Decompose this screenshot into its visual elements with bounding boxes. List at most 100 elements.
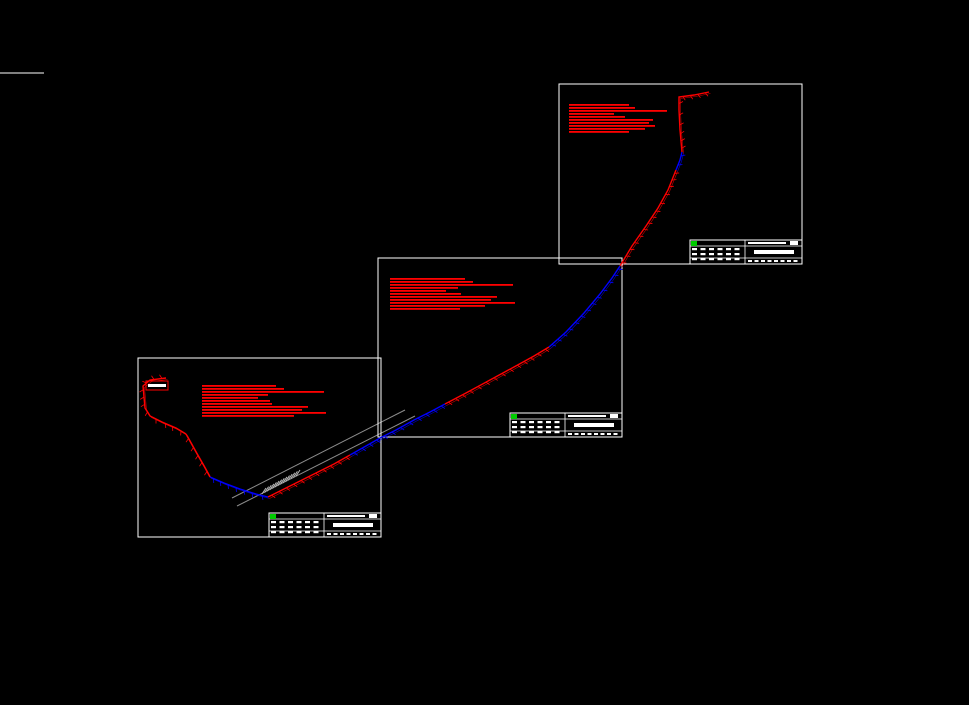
station-tick: [638, 235, 644, 238]
station-tick: [634, 242, 639, 244]
station-tick: [353, 452, 358, 456]
station-tick: [383, 435, 388, 440]
station-tick: [680, 138, 686, 142]
station-tick: [530, 357, 535, 361]
station-tick: [647, 222, 653, 224]
title-block: [268, 512, 382, 538]
station-tick: [195, 455, 199, 460]
station-tick: [563, 334, 568, 337]
crossing-hatch: [261, 469, 301, 495]
station-tick: [651, 216, 657, 218]
station-tick: [261, 495, 264, 500]
station-tick: [586, 309, 592, 312]
station-tick: [286, 487, 291, 491]
station-tick: [369, 443, 374, 447]
station-tick: [400, 427, 405, 431]
station-tick: [602, 289, 608, 292]
station-tick: [681, 145, 686, 149]
station-tick: [433, 409, 438, 413]
station-tick: [409, 422, 414, 426]
station-tick: [455, 398, 460, 402]
station-tick: [293, 483, 298, 488]
station-tick: [199, 462, 203, 467]
route-segment[interactable]: [209, 476, 269, 498]
station-tick: [300, 480, 305, 484]
station-tick: [271, 494, 276, 499]
road-crossing: [231, 409, 416, 507]
sheet-frame-2: [377, 257, 623, 438]
station-tick: [679, 112, 684, 116]
station-tick: [140, 403, 145, 408]
station-tick: [523, 361, 528, 365]
station-tick: [185, 438, 189, 443]
sheet-frame-1: [137, 357, 382, 538]
station-tick: [485, 381, 490, 386]
station-tick: [608, 281, 614, 284]
general-notes: [202, 385, 326, 417]
station-tick: [477, 386, 482, 390]
station-tick: [448, 401, 453, 406]
station-tick: [251, 492, 254, 498]
station-tick: [613, 274, 619, 276]
station-tick: [680, 130, 685, 135]
title-block: [509, 412, 623, 438]
station-tick: [574, 322, 580, 325]
route-segment[interactable]: [675, 151, 683, 171]
station-tick: [643, 228, 649, 231]
station-tick: [469, 390, 474, 394]
station-tick: [679, 122, 684, 126]
station-tick: [682, 96, 686, 101]
station-tick: [417, 417, 422, 422]
station-tick: [493, 377, 498, 381]
route-segment[interactable]: [349, 403, 446, 456]
station-tick: [243, 490, 246, 495]
station-tick: [680, 154, 686, 157]
station-tick: [425, 413, 430, 418]
station-tick: [568, 328, 574, 331]
company-logo-icon: [270, 514, 276, 519]
general-notes: [569, 104, 667, 133]
station-tick: [689, 95, 694, 100]
station-tick: [617, 268, 623, 270]
station-tick: [144, 411, 148, 417]
start-marker: [145, 380, 169, 391]
sheet-frame-3: [558, 83, 803, 265]
route-segment[interactable]: [267, 454, 351, 498]
station-tick: [330, 465, 335, 469]
station-tick: [322, 469, 327, 473]
station-tick: [655, 210, 661, 212]
station-tick: [551, 344, 557, 347]
station-tick: [376, 439, 381, 443]
station-tick: [509, 368, 514, 373]
station-tick: [190, 447, 194, 452]
station-tick: [704, 92, 709, 97]
station-tick: [159, 374, 163, 379]
station-tick: [557, 339, 562, 342]
company-logo-icon: [511, 414, 517, 419]
station-tick: [204, 471, 208, 476]
station-tick: [462, 394, 467, 398]
station-tick: [308, 476, 313, 480]
general-notes: [390, 278, 515, 310]
station-tick: [697, 94, 701, 99]
station-tick: [278, 491, 283, 495]
station-tick: [361, 447, 366, 452]
station-tick: [441, 405, 446, 409]
station-tick: [139, 389, 144, 393]
station-tick: [337, 461, 342, 465]
title-block: [689, 239, 803, 265]
station-tick: [678, 101, 684, 104]
station-tick: [517, 364, 522, 369]
station-tick: [501, 373, 506, 377]
station-tick: [345, 456, 350, 461]
station-tick: [545, 348, 550, 352]
pipeline-route[interactable]: [139, 91, 711, 500]
station-tick: [139, 396, 145, 400]
company-logo-icon: [691, 241, 697, 246]
station-tick: [591, 303, 597, 305]
station-tick: [315, 472, 320, 477]
station-tick: [151, 375, 155, 380]
station-tick: [537, 353, 542, 357]
